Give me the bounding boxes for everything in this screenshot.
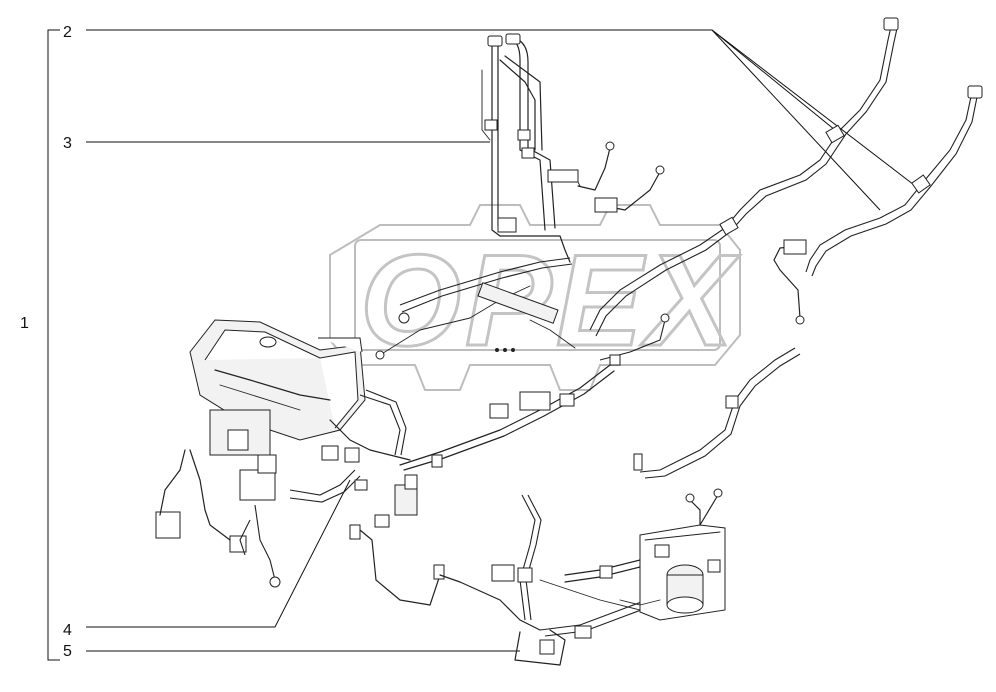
- lower-right-bracket: [564, 488, 726, 621]
- callout-2: 2: [63, 24, 72, 41]
- upper-right-hoses: [589, 17, 983, 479]
- leader-lines: [86, 29, 919, 652]
- callout-3: 3: [63, 135, 72, 152]
- leader-4: [86, 479, 351, 628]
- callout-5: 5: [63, 643, 72, 660]
- small-fittings: [354, 348, 621, 491]
- watermark-text: OPEX: [360, 227, 741, 373]
- upper-pipe-bundle: [481, 33, 665, 263]
- valve-block-assembly: [155, 389, 411, 588]
- lower-piping: [439, 494, 666, 666]
- callout-4: 4: [63, 622, 72, 639]
- callout-bracket: [47, 29, 60, 661]
- watermark-logo: OPEX: [329, 204, 741, 391]
- watermark-inner-frame: [354, 239, 721, 351]
- leader-2: [86, 29, 836, 131]
- watermark-gear-outline: [329, 204, 741, 391]
- callout-1: 1: [20, 315, 29, 332]
- center-valve: [349, 474, 445, 606]
